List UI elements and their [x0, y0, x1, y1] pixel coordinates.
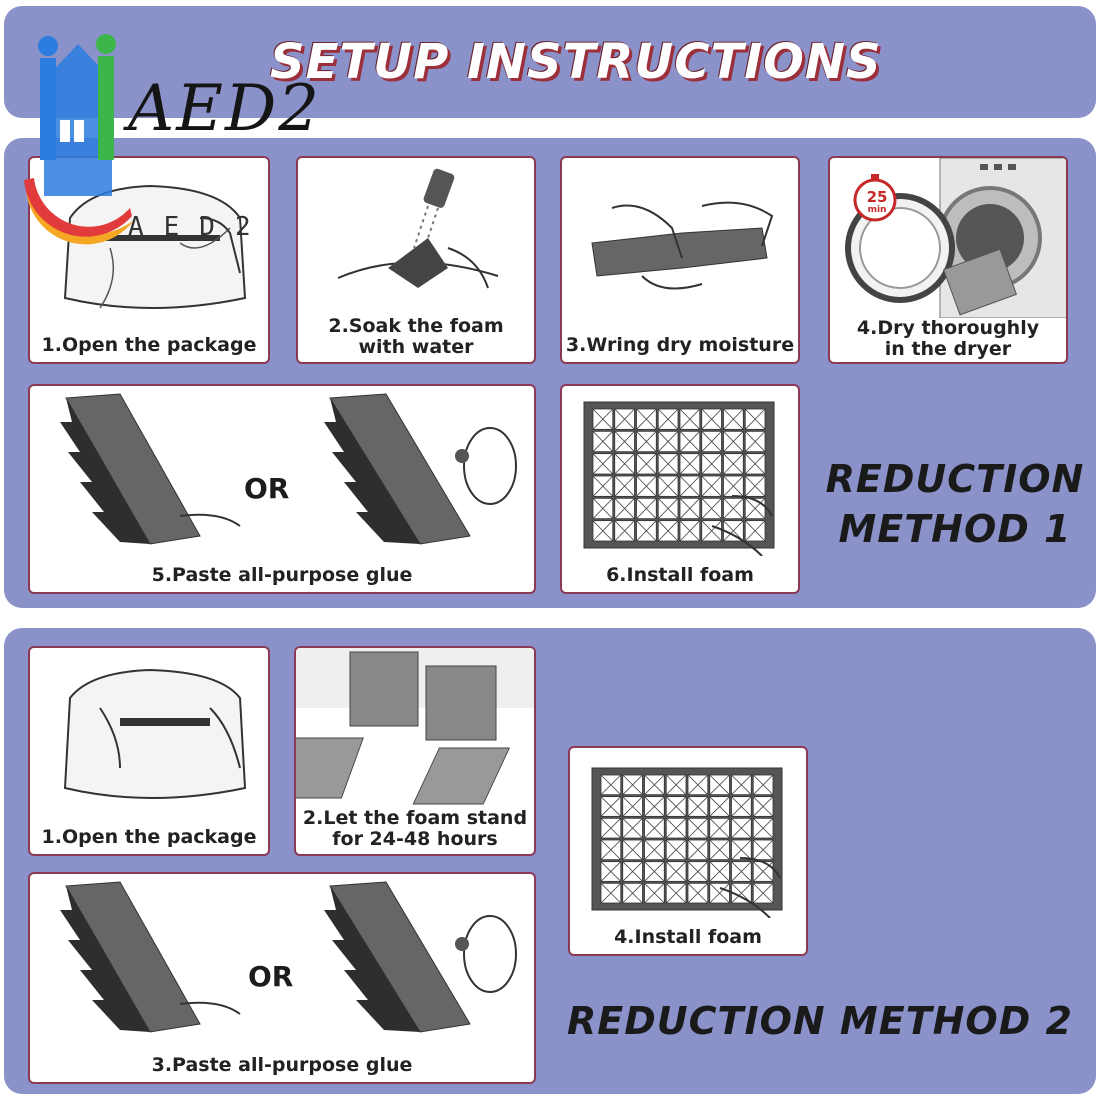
brand-logo [24, 34, 134, 245]
dryer-illustration [845, 158, 1066, 318]
wring-foam-illustration [591, 201, 774, 290]
foam-panel-left [50, 393, 241, 545]
m1-step-5-card: OR 5.Paste all-purpose glue [28, 384, 536, 594]
m1-step-1-card: 1.Open the package [28, 156, 270, 364]
brand-logo-subtext: AED2 [128, 212, 271, 242]
m1-step-3-caption: 3.Wring dry moisture [565, 334, 795, 356]
method-1-label-line1: REDUCTION [825, 457, 1085, 501]
m1-step-4-caption-line1: 4.Dry thoroughly [856, 317, 1040, 339]
soak-foam-illustration [337, 168, 499, 289]
installed-foam-illustration [583, 401, 775, 556]
m1-or-label: OR [244, 472, 290, 505]
foam-panel-left-2 [50, 881, 241, 1033]
m1-step-5-caption: 5.Paste all-purpose glue [151, 564, 413, 586]
m2-step-4-card: 4.Install foam [568, 746, 808, 956]
timer-value: 25 [866, 188, 888, 206]
m1-step-2-caption-line2: with water [358, 336, 474, 358]
foam-standing-illustration [296, 648, 534, 805]
m2-step-2-caption-line1: 2.Let the foam stand [302, 807, 528, 829]
glue-illustration-2 [50, 881, 517, 1033]
timer-unit: min [867, 205, 887, 215]
m1-step-2-caption: 2.Soak the foam with water [298, 316, 534, 358]
m2-step-4-caption: 4.Install foam [614, 926, 762, 948]
m2-step-3-caption: 3.Paste all-purpose glue [151, 1054, 413, 1076]
m1-step-4-caption-line2: in the dryer [884, 338, 1012, 360]
m2-step-1-caption: 1.Open the package [41, 826, 257, 848]
m2-step-2-card: 2.Let the foam stand for 24-48 hours [294, 646, 536, 856]
m2-step-2-caption: 2.Let the foam stand for 24-48 hours [296, 808, 534, 850]
foam-panel-right [314, 393, 517, 545]
m1-step-6-caption: 6.Install foam [606, 564, 754, 586]
m1-step-2-caption-line1: 2.Soak the foam [328, 315, 504, 337]
installed-foam-illustration-2 [591, 767, 783, 918]
brand-logo-text: AED2 [128, 72, 321, 146]
m1-step-4-caption: 4.Dry thoroughly in the dryer [830, 318, 1066, 360]
method-1-label: REDUCTION METHOD 1 [820, 454, 1090, 554]
m2-step-2-caption-line2: for 24-48 hours [332, 828, 498, 850]
method-1-label-line2: METHOD 1 [838, 507, 1072, 551]
m2-or-label: OR [248, 960, 294, 993]
glue-illustration [50, 393, 517, 545]
page-title: SETUP INSTRUCTIONS [270, 34, 882, 90]
open-package-illustration-2 [63, 668, 247, 799]
m1-step-4-card: 25 min 4.Dry thoroughly in the dryer [828, 156, 1068, 364]
method-2-label: REDUCTION METHOD 2 [567, 999, 1073, 1043]
m1-step-1-caption: 1.Open the package [41, 334, 257, 356]
foam-panel-right-2 [314, 881, 517, 1033]
m1-step-3-card: 3.Wring dry moisture [560, 156, 800, 364]
m2-step-3-card: OR 3.Paste all-purpose glue [28, 872, 536, 1084]
header-banner [4, 6, 1096, 118]
m2-step-1-card: 1.Open the package [28, 646, 270, 856]
m1-step-6-card: 6.Install foam [560, 384, 800, 594]
m1-step-2-card: 2.Soak the foam with water [296, 156, 536, 364]
